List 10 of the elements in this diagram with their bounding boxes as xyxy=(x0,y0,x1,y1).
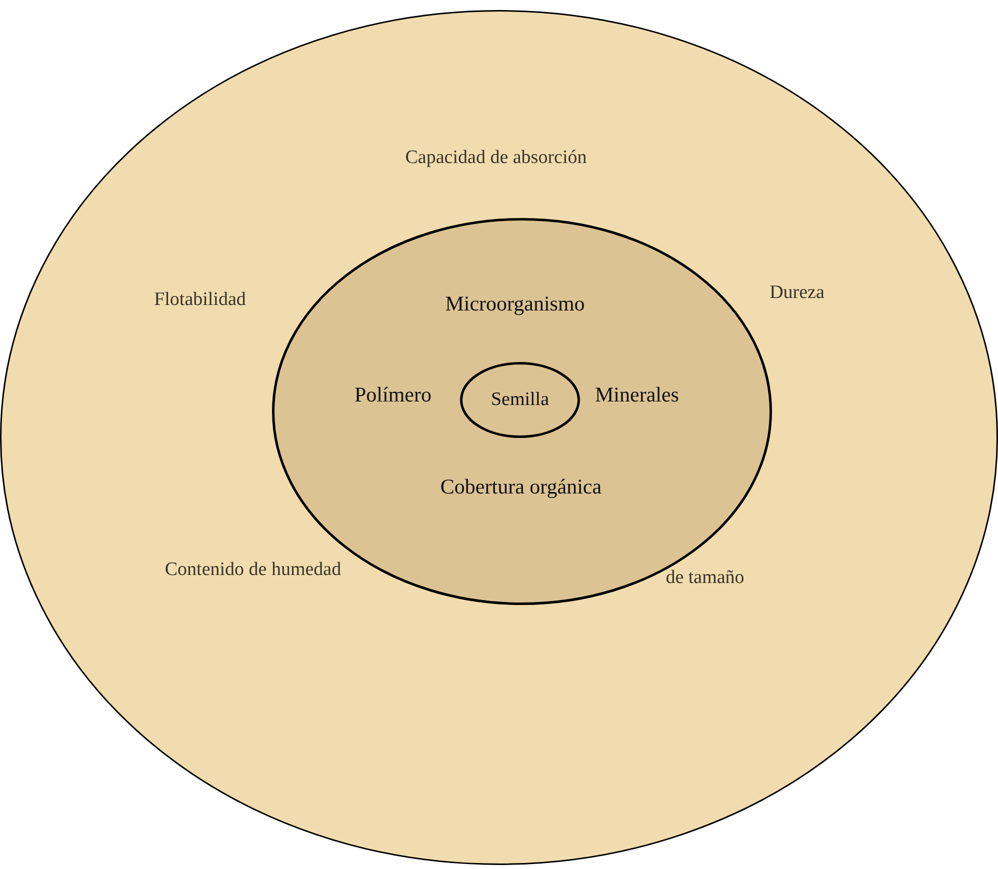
ellipse-label: Polímero xyxy=(354,382,432,408)
ellipse-label: Cobertura orgánica xyxy=(440,474,602,500)
ellipse-label: Dureza xyxy=(770,282,824,304)
ellipse-label: de tamaño xyxy=(666,567,744,589)
ellipse-label: Semilla xyxy=(490,389,550,411)
ellipse-label: Flotabilidad xyxy=(154,289,246,311)
ellipse-label: Capacidad de absorción xyxy=(405,147,587,169)
ellipse-label: Minerales xyxy=(595,382,679,408)
ellipse-label: Microorganismo xyxy=(445,292,585,316)
ellipse-label: Contenido de humedad xyxy=(164,559,342,581)
